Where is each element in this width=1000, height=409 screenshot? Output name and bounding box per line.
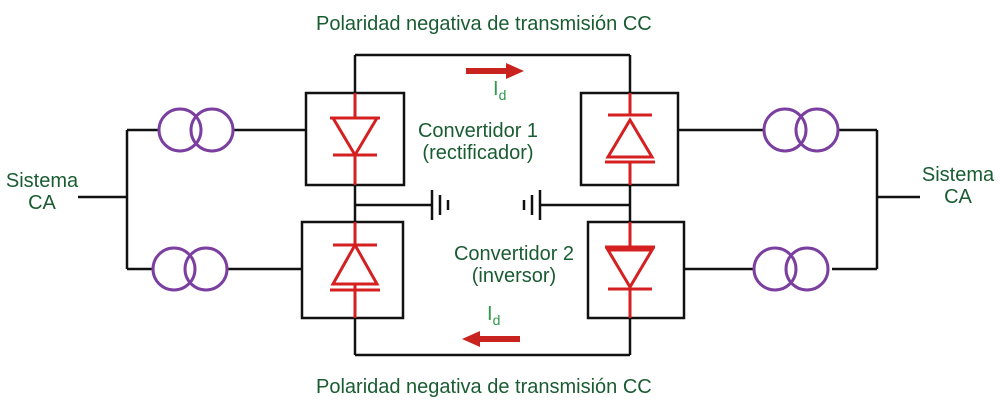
converter1-label: Convertidor 1 (rectificador) <box>403 120 553 164</box>
transformer-icon <box>752 246 830 292</box>
transformer-icon <box>762 107 840 153</box>
right-system-label: Sistema CA <box>918 164 998 208</box>
thyristor-icon <box>605 222 655 318</box>
thyristor-icon <box>330 222 380 318</box>
title-bottom: Polaridad negativa de transmisión CC <box>316 376 652 398</box>
converter2-line2: (inversor) <box>471 265 557 287</box>
thyristor-icon <box>330 93 380 185</box>
title-top: Polaridad negativa de transmisión CC <box>316 13 652 35</box>
right-system-line1: Sistema <box>921 164 995 186</box>
converter-box-top-left <box>304 91 406 187</box>
transformer-icon <box>157 107 235 153</box>
current-arrow-right-icon <box>466 63 524 79</box>
ground-icon-left <box>430 190 450 220</box>
current-arrow-left-icon <box>462 331 520 347</box>
ac-wires-left <box>78 128 306 271</box>
thyristor-icon <box>605 93 655 185</box>
ground-icon-right <box>522 190 542 220</box>
dc-bus-wires <box>353 53 632 357</box>
current-symbol: I <box>487 303 493 325</box>
converter-box-bottom-right <box>586 220 686 320</box>
current-label-top: Id <box>493 78 506 106</box>
current-label-bottom: Id <box>487 303 500 331</box>
converter1-line1: Convertidor 1 <box>417 120 539 142</box>
converter-box-top-right <box>579 91 680 187</box>
converter1-line2: (rectificador) <box>422 142 534 164</box>
converter2-line1: Convertidor 2 <box>453 243 575 265</box>
current-subscript: d <box>492 312 501 328</box>
left-system-line2: CA <box>28 192 56 214</box>
transformer-icon <box>151 246 229 292</box>
converter-box-bottom-left <box>300 220 405 320</box>
converter2-label: Convertidor 2 (inversor) <box>440 243 588 287</box>
left-system-label: Sistema CA <box>4 170 80 214</box>
ac-wires-right <box>678 128 920 271</box>
current-symbol: I <box>493 78 499 100</box>
current-subscript: d <box>498 87 507 103</box>
left-system-line1: Sistema <box>5 170 79 192</box>
right-system-line2: CA <box>944 186 972 208</box>
